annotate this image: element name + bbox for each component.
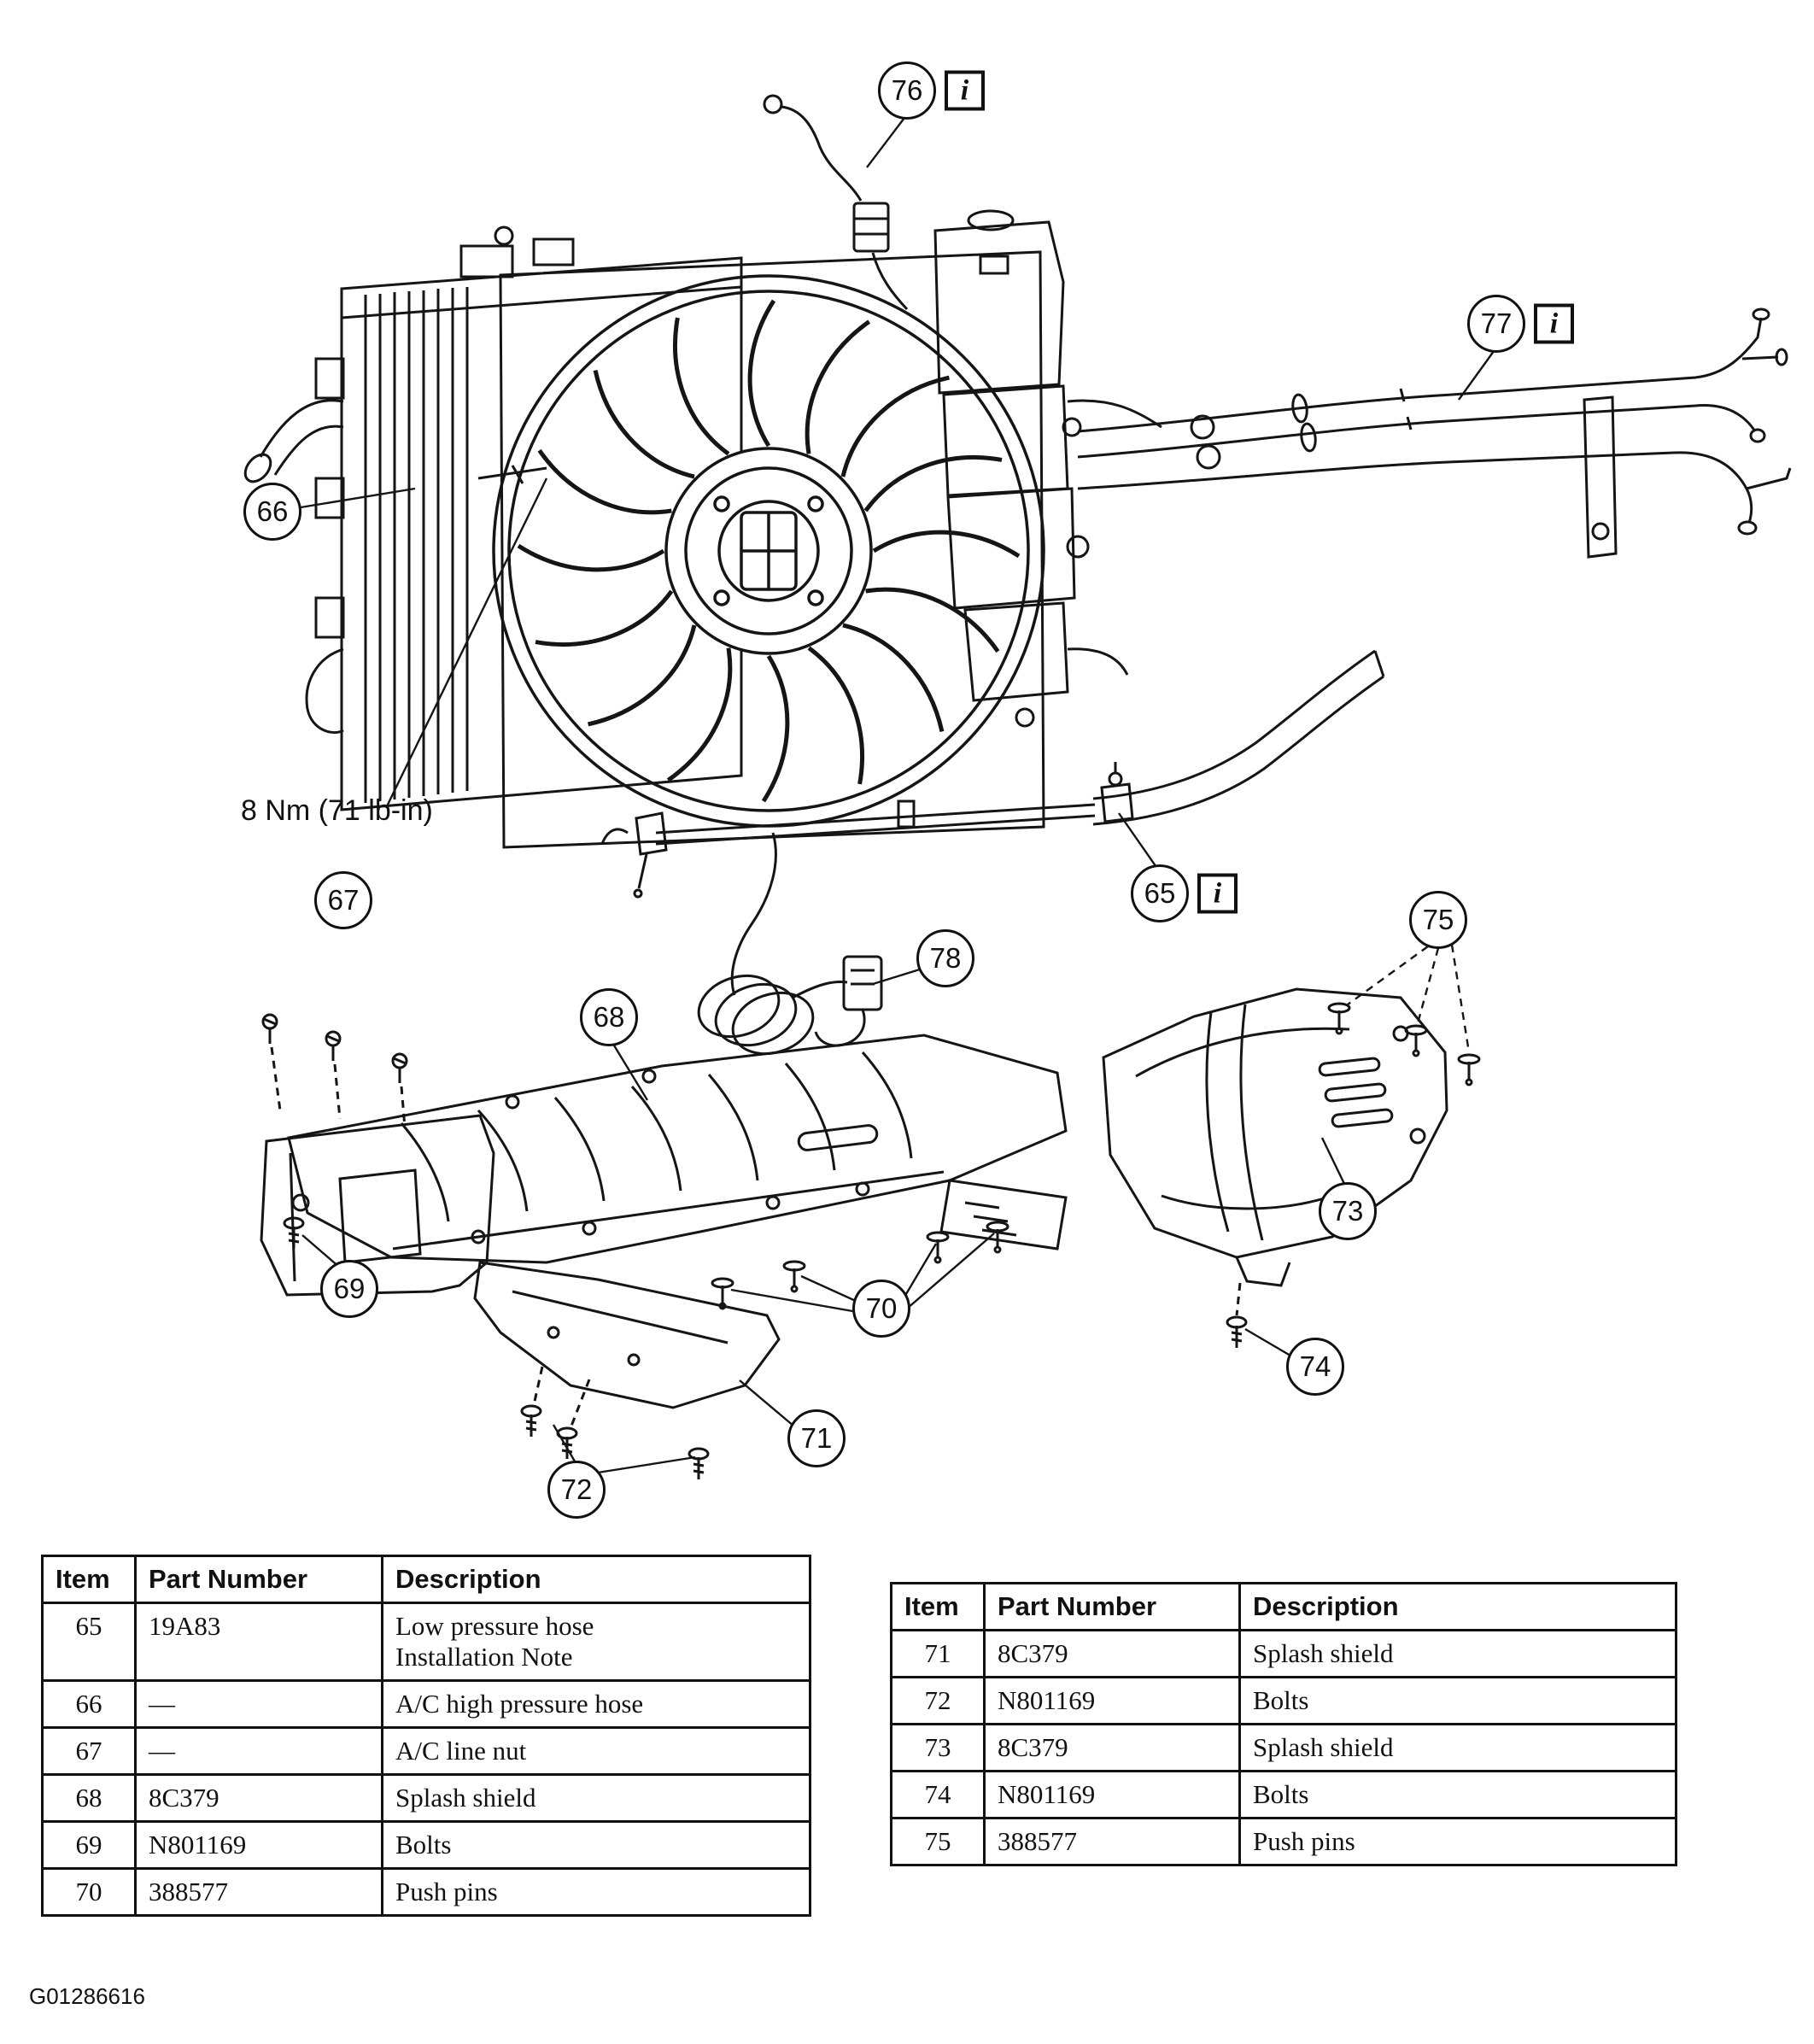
table-cell: 8C379 bbox=[134, 1773, 383, 1823]
callout-71: 71 bbox=[787, 1409, 846, 1467]
table-cell: 19A83 bbox=[134, 1602, 383, 1682]
fan-shroud bbox=[499, 250, 1045, 849]
table-cell: 70 bbox=[41, 1867, 137, 1917]
callout-70: 70 bbox=[852, 1280, 910, 1338]
fasteners bbox=[520, 1002, 1481, 1481]
radiator bbox=[243, 225, 743, 811]
column-header: Description bbox=[1238, 1582, 1677, 1631]
ac-hose-assembly bbox=[697, 832, 883, 1056]
table-cell: N801169 bbox=[983, 1770, 1241, 1819]
right-splash-shield bbox=[1102, 987, 1448, 1287]
table-cell: Push pins bbox=[1238, 1817, 1677, 1866]
callout-78: 78 bbox=[916, 929, 974, 987]
table-cell: A/C high pressure hose bbox=[381, 1679, 811, 1729]
wiring-harness bbox=[763, 94, 909, 311]
info-icon: i bbox=[1534, 303, 1574, 344]
table-cell: 72 bbox=[890, 1676, 986, 1725]
table-cell: 75 bbox=[890, 1817, 986, 1866]
torque-note: 8 Nm (71 lb-in) bbox=[241, 794, 433, 827]
table-cell: Splash shield bbox=[1238, 1723, 1677, 1772]
table-cell: 71 bbox=[890, 1629, 986, 1678]
callout-76: 76 bbox=[878, 61, 936, 120]
callout-65: 65 bbox=[1131, 864, 1189, 922]
table-cell: Splash shield bbox=[381, 1773, 811, 1823]
table-cell: Bolts bbox=[381, 1820, 811, 1870]
table-cell: Low pressure hose Installation Note bbox=[381, 1602, 811, 1682]
table-cell: 74 bbox=[890, 1770, 986, 1819]
exploded-view-diagram bbox=[243, 94, 1792, 1481]
table-cell: Bolts bbox=[1238, 1676, 1677, 1725]
center-splash-shield bbox=[287, 1034, 1068, 1264]
info-icon: i bbox=[1197, 873, 1238, 914]
table-cell: 68 bbox=[41, 1773, 137, 1823]
coolant-reservoir bbox=[933, 209, 1129, 728]
leader-lines bbox=[300, 114, 1497, 1474]
callout-72: 72 bbox=[547, 1461, 606, 1519]
table-cell: 388577 bbox=[134, 1867, 383, 1917]
column-header: Part Number bbox=[134, 1555, 383, 1604]
table-cell: — bbox=[134, 1679, 383, 1729]
table-cell: — bbox=[134, 1726, 383, 1776]
table-cell: 69 bbox=[41, 1820, 137, 1870]
callout-68: 68 bbox=[580, 988, 638, 1046]
info-icon: i bbox=[945, 70, 985, 111]
column-header: Item bbox=[890, 1582, 986, 1631]
table-cell: A/C line nut bbox=[381, 1726, 811, 1776]
callout-77: 77 bbox=[1467, 295, 1525, 353]
table-cell: Splash shield bbox=[1238, 1629, 1677, 1678]
callout-75: 75 bbox=[1409, 891, 1467, 949]
table-cell: 388577 bbox=[983, 1817, 1241, 1866]
left-bracket bbox=[260, 1013, 495, 1297]
table-row: 66—A/C high pressure hose bbox=[41, 1679, 811, 1729]
table-cell: Push pins bbox=[381, 1867, 811, 1917]
table-cell: 67 bbox=[41, 1726, 137, 1776]
table-cell: 8C379 bbox=[983, 1629, 1241, 1678]
table-cell: Bolts bbox=[1238, 1770, 1677, 1819]
figure-id: G01286616 bbox=[29, 1983, 145, 2009]
heater-hoses bbox=[1067, 307, 1792, 559]
table-cell: 8C379 bbox=[983, 1723, 1241, 1772]
column-header: Description bbox=[381, 1555, 811, 1604]
callout-73: 73 bbox=[1319, 1182, 1377, 1240]
cooling-fan bbox=[492, 274, 1045, 828]
table-cell: N801169 bbox=[134, 1820, 383, 1870]
hose-clamp bbox=[1100, 782, 1134, 823]
callout-69: 69 bbox=[320, 1260, 378, 1318]
callout-66: 66 bbox=[243, 483, 301, 541]
table-cell: 73 bbox=[890, 1723, 986, 1772]
table-cell: 66 bbox=[41, 1679, 137, 1729]
table-cell: N801169 bbox=[983, 1676, 1241, 1725]
lower-radiator-hose bbox=[600, 649, 1385, 899]
table-cell: 65 bbox=[41, 1602, 137, 1682]
callout-74: 74 bbox=[1286, 1338, 1344, 1396]
column-header: Item bbox=[41, 1555, 137, 1604]
callout-67: 67 bbox=[314, 871, 372, 929]
lower-splash-shield bbox=[473, 1261, 781, 1409]
table-row: 67—A/C line nut bbox=[41, 1726, 811, 1776]
column-header: Part Number bbox=[983, 1582, 1241, 1631]
